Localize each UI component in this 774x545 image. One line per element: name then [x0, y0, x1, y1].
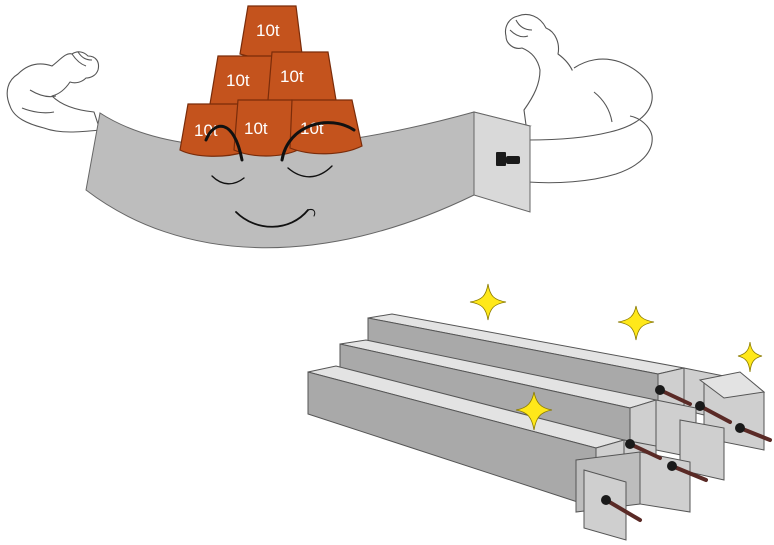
weight-label: 10t	[194, 121, 218, 140]
rebar	[604, 498, 642, 522]
beam-stack	[307, 313, 766, 541]
weight-label: 10t	[280, 67, 304, 86]
sparkle-icon	[515, 391, 553, 431]
weight-stack: 10t 10t 10t 10t 10t 10t	[179, 5, 363, 157]
flexed-arm-left-icon	[6, 51, 101, 133]
rebar	[698, 404, 732, 424]
rebar	[670, 464, 708, 482]
rebar	[628, 442, 662, 460]
sparkle-icon	[617, 305, 655, 341]
eyebrow-left	[204, 124, 244, 162]
sparkle-icon	[737, 341, 763, 373]
smile	[235, 209, 309, 228]
eye-right	[287, 165, 333, 178]
sparkle-icon	[469, 283, 507, 321]
eye-left	[211, 175, 245, 185]
weight-label: 10t	[226, 71, 250, 90]
sparkles	[469, 283, 763, 431]
rebar-end	[496, 152, 520, 166]
eyebrow-right	[280, 121, 356, 162]
beam-face	[204, 121, 356, 228]
weight-label: 10t	[244, 119, 268, 138]
rebar-ends	[604, 388, 772, 522]
weight-block: 10t	[267, 51, 337, 107]
weight-block: 10t	[239, 5, 303, 60]
rebar	[658, 388, 692, 406]
weight-block: 10t	[233, 99, 299, 157]
precast-beam	[655, 399, 725, 481]
precast-beam	[583, 469, 627, 541]
weight-label: 10t	[256, 21, 280, 40]
rebar	[738, 426, 772, 442]
flexed-arm-right-icon	[504, 13, 653, 184]
